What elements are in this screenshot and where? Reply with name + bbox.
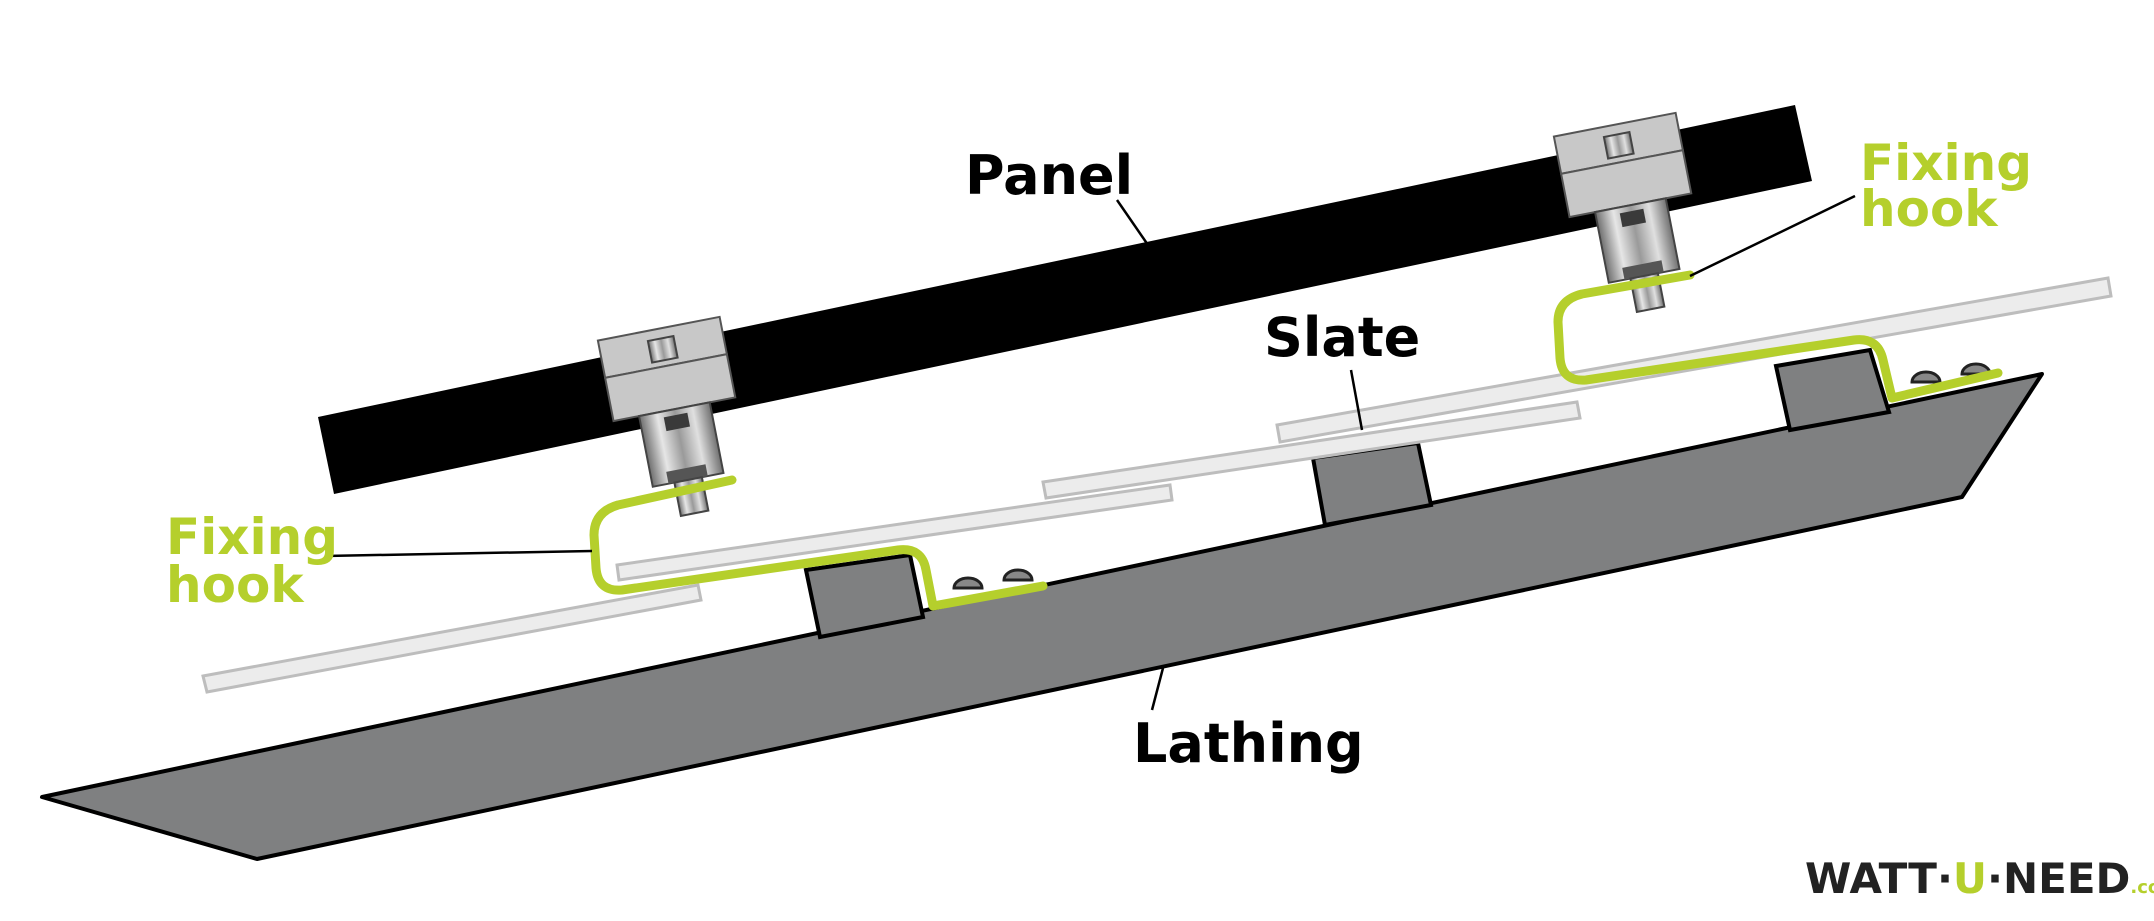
slate-2 (615, 483, 1174, 582)
leader-lines (324, 194, 1856, 711)
screws-left (952, 568, 1034, 590)
slate-1 (201, 583, 703, 694)
label-slate: Slate (1264, 306, 1420, 369)
batten-right (1773, 347, 1892, 433)
batten-left (803, 552, 926, 640)
label-fixing-hook-right: Fixing hook (1860, 134, 2050, 238)
leader-hook-left (324, 549, 593, 558)
label-lathing: Lathing (1133, 712, 1364, 775)
leader-panel (1115, 199, 1150, 246)
leader-slate (1349, 369, 1364, 431)
label-panel: Panel (965, 144, 1133, 207)
label-fixing-hook-left: Fixing hook (166, 508, 356, 614)
slate-3 (1041, 400, 1582, 500)
watt-u-need-logo: WATT·U·NEED.com (1805, 854, 2154, 903)
fixing-hook-right (1553, 270, 2003, 403)
leader-lathing (1150, 667, 1165, 711)
leader-hook-right (1689, 194, 1856, 278)
fixing-hook-left (589, 475, 1048, 611)
